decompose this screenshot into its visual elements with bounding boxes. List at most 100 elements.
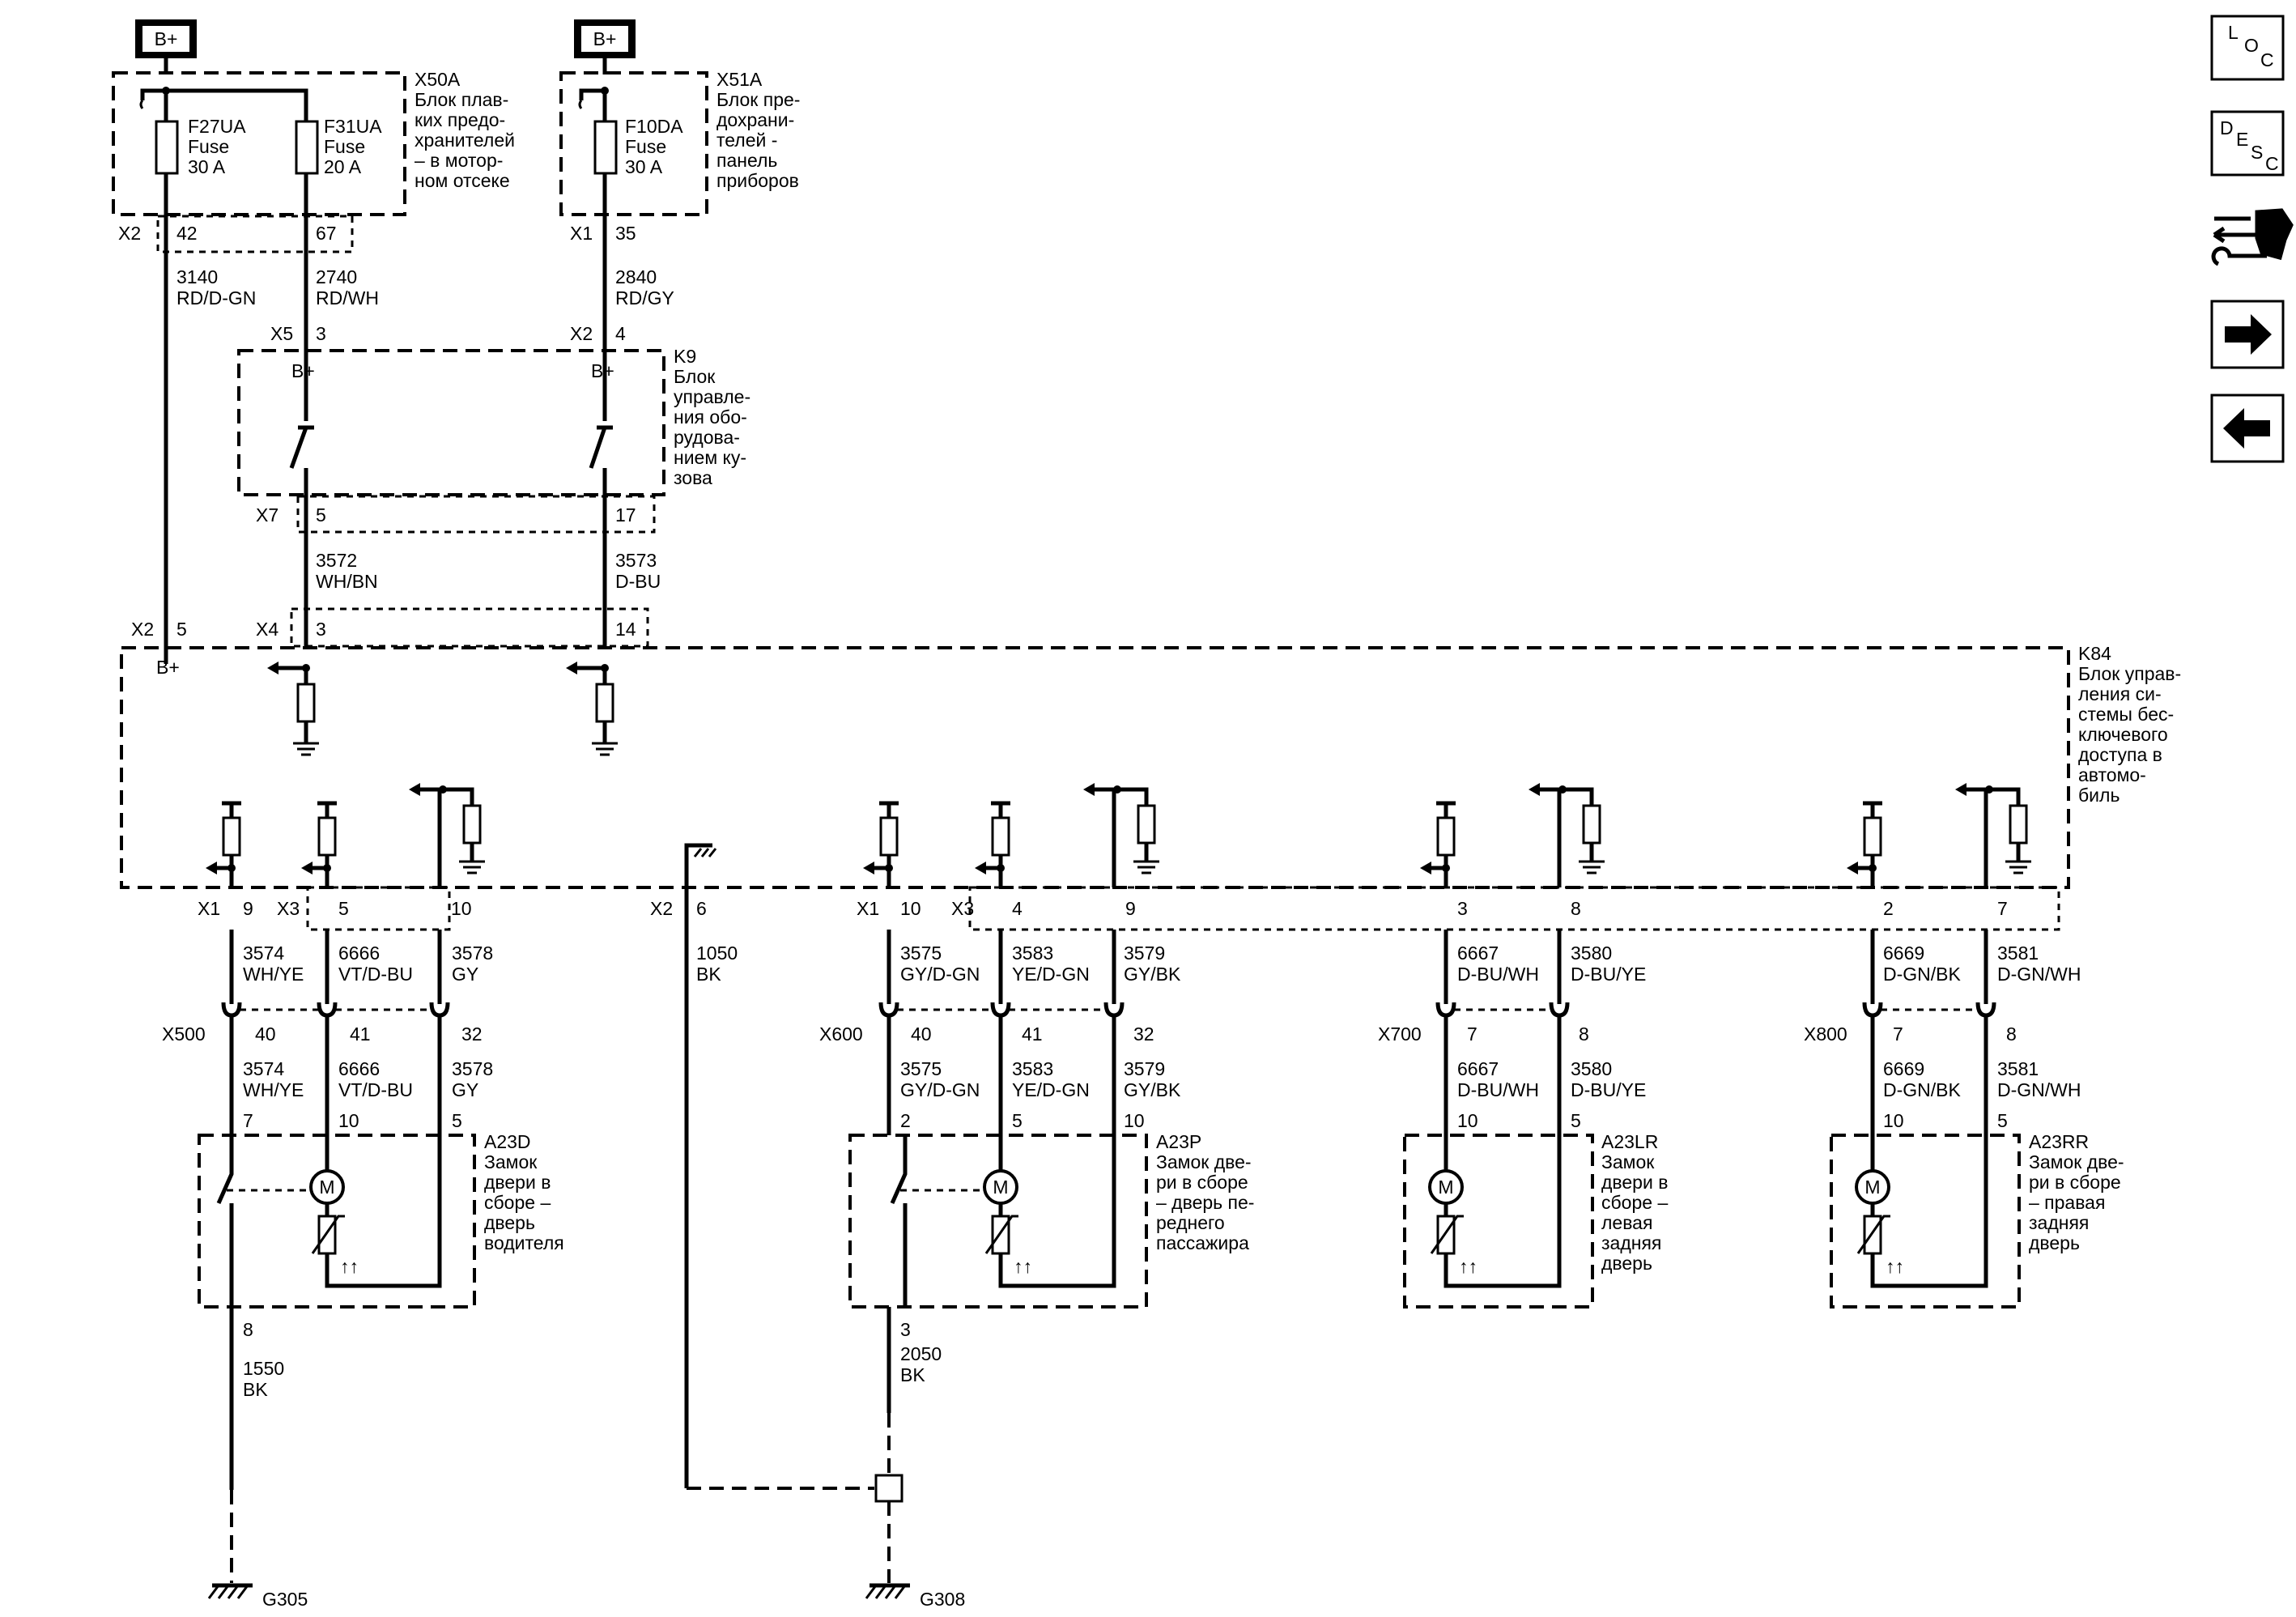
svg-text:WH/YE: WH/YE <box>243 964 304 985</box>
wire <box>1091 787 1116 887</box>
prev-arrow-button[interactable] <box>2210 394 2285 463</box>
svg-text:F10DA: F10DA <box>625 116 683 137</box>
k84-out-x3-4 <box>975 801 1010 887</box>
module-k9-id: K9 <box>674 346 696 367</box>
inline-connector-pin <box>878 1002 899 1018</box>
svg-text:GY/D-GN: GY/D-GN <box>900 1079 980 1100</box>
ground-icon <box>459 860 485 874</box>
inline-connector-pin <box>1975 1002 1996 1018</box>
svg-text:автомо-: автомо- <box>2078 764 2146 785</box>
svg-text:41: 41 <box>350 1023 371 1045</box>
svg-text:B+: B+ <box>591 360 614 381</box>
svg-text:5: 5 <box>452 1110 462 1131</box>
supply-bar <box>1863 801 1882 810</box>
connector-k9-x7: X7 5 17 <box>256 495 656 534</box>
fuse-block-x51a: F10DA Fuse 30 A X51A Блок пре- дохрани- … <box>559 69 800 216</box>
svg-text:стемы бес-: стемы бес- <box>2078 704 2174 725</box>
svg-text:3579: 3579 <box>1124 1058 1165 1079</box>
svg-text:нием ку-: нием ку- <box>674 447 746 468</box>
fuse-f10da <box>593 120 618 175</box>
svg-text:10: 10 <box>451 898 472 919</box>
svg-text:приборов: приборов <box>716 170 799 191</box>
svg-text:GY/BK: GY/BK <box>1124 1079 1181 1100</box>
svg-text:O: O <box>2244 35 2259 56</box>
door-lock-a23d-internals: M↑↑ <box>216 1135 442 1307</box>
svg-text:ном отсеке: ном отсеке <box>415 170 510 191</box>
svg-text:X2: X2 <box>131 619 154 640</box>
svg-text:3583: 3583 <box>1012 1058 1053 1079</box>
svg-text:5: 5 <box>176 619 187 640</box>
svg-text:X800: X800 <box>1804 1023 1847 1045</box>
svg-text:6: 6 <box>696 898 707 919</box>
svg-text:3581: 3581 <box>1997 943 2039 964</box>
sensor-slash <box>1856 1215 1890 1254</box>
wire <box>1870 1135 1988 1288</box>
svg-text:ния обо-: ния обо- <box>674 406 747 428</box>
k84-bottom-connectors: X1 9 X3 5 10 X2 6 X1 10 X3 4 9 3 8 2 7 <box>198 886 2060 931</box>
svg-text:8: 8 <box>1579 1023 1589 1045</box>
svg-text:сборе –: сборе – <box>1601 1192 1668 1213</box>
svg-text:3579: 3579 <box>1124 943 1165 964</box>
k84-out-9 <box>1083 783 1159 887</box>
svg-text:3580: 3580 <box>1571 943 1612 964</box>
inline-connectors: X500 40 41 32 X600 40 41 32 X700 7 8 X80… <box>162 1023 2017 1045</box>
svg-text:3581: 3581 <box>1997 1058 2039 1079</box>
svg-text:3578: 3578 <box>452 943 493 964</box>
sensor-label: ↑↑ <box>1886 1256 1904 1277</box>
svg-text:BK: BK <box>900 1364 925 1385</box>
svg-text:X5: X5 <box>270 323 293 344</box>
inline-connector-pin <box>1549 1002 1570 1018</box>
next-arrow-button[interactable] <box>2210 300 2285 369</box>
svg-text:10: 10 <box>1124 1110 1145 1131</box>
svg-text:RD/D-GN: RD/D-GN <box>176 287 256 309</box>
door-lock-a23p-internals: M↑↑ <box>890 1135 1116 1307</box>
svg-text:YE/D-GN: YE/D-GN <box>1012 1079 1090 1100</box>
wire-2740: 2740 RD/WH <box>316 266 379 309</box>
svg-text:14: 14 <box>615 619 636 640</box>
desc-button[interactable]: D E S C <box>2210 110 2285 177</box>
supply-bar <box>222 801 241 810</box>
position-sensor <box>1436 1215 1456 1255</box>
svg-text:G305: G305 <box>262 1589 308 1610</box>
svg-text:C: C <box>2265 153 2279 174</box>
wire <box>998 1135 1116 1288</box>
connector-wrench-icon[interactable] <box>2211 208 2294 266</box>
svg-text:GY: GY <box>452 1079 478 1100</box>
svg-text:D-GN/BK: D-GN/BK <box>1883 964 1962 985</box>
svg-text:35: 35 <box>615 223 636 244</box>
k84-out-2 <box>1847 801 1882 887</box>
motor-icon <box>983 1169 1018 1205</box>
sensor-label: ↑↑ <box>1014 1256 1032 1277</box>
resistor <box>1137 804 1156 845</box>
svg-text:40: 40 <box>255 1023 276 1045</box>
svg-text:– в мотор-: – в мотор- <box>415 150 503 171</box>
svg-text:– правая: – правая <box>2029 1192 2105 1213</box>
arrow-left-icon <box>863 862 874 874</box>
svg-text:5: 5 <box>1012 1110 1023 1131</box>
svg-text:6669: 6669 <box>1883 1058 1924 1079</box>
svg-text:X3: X3 <box>951 898 974 919</box>
lock-internals: M↑↑M↑↑M↑↑M↑↑ <box>216 1135 1988 1307</box>
k84-ground-1050: 1050 BK <box>684 843 874 1490</box>
sensor-label: ↑↑ <box>1459 1256 1478 1277</box>
ground-icon <box>1133 860 1159 874</box>
svg-text:6666: 6666 <box>338 943 380 964</box>
svg-text:3575: 3575 <box>900 943 942 964</box>
svg-text:7: 7 <box>1467 1023 1478 1045</box>
arrow-left-icon <box>1955 783 1966 796</box>
loc-button[interactable]: L O C <box>2210 15 2285 81</box>
svg-text:5: 5 <box>1997 1110 2008 1131</box>
wire <box>1989 787 2021 806</box>
k84-out-10 <box>409 783 485 887</box>
motor-icon <box>1855 1169 1890 1205</box>
svg-text:B+: B+ <box>593 28 617 49</box>
svg-text:ключевого: ключевого <box>2078 724 2168 745</box>
svg-text:D-BU/WH: D-BU/WH <box>1457 1079 1539 1100</box>
svg-text:сборе –: сборе – <box>484 1192 551 1213</box>
svg-text:3: 3 <box>900 1319 911 1340</box>
connector-x50a-x2: X2 42 67 <box>118 215 354 253</box>
svg-text:S: S <box>2251 142 2263 163</box>
svg-text:двери в: двери в <box>1601 1172 1668 1193</box>
svg-text:X2: X2 <box>570 323 593 344</box>
